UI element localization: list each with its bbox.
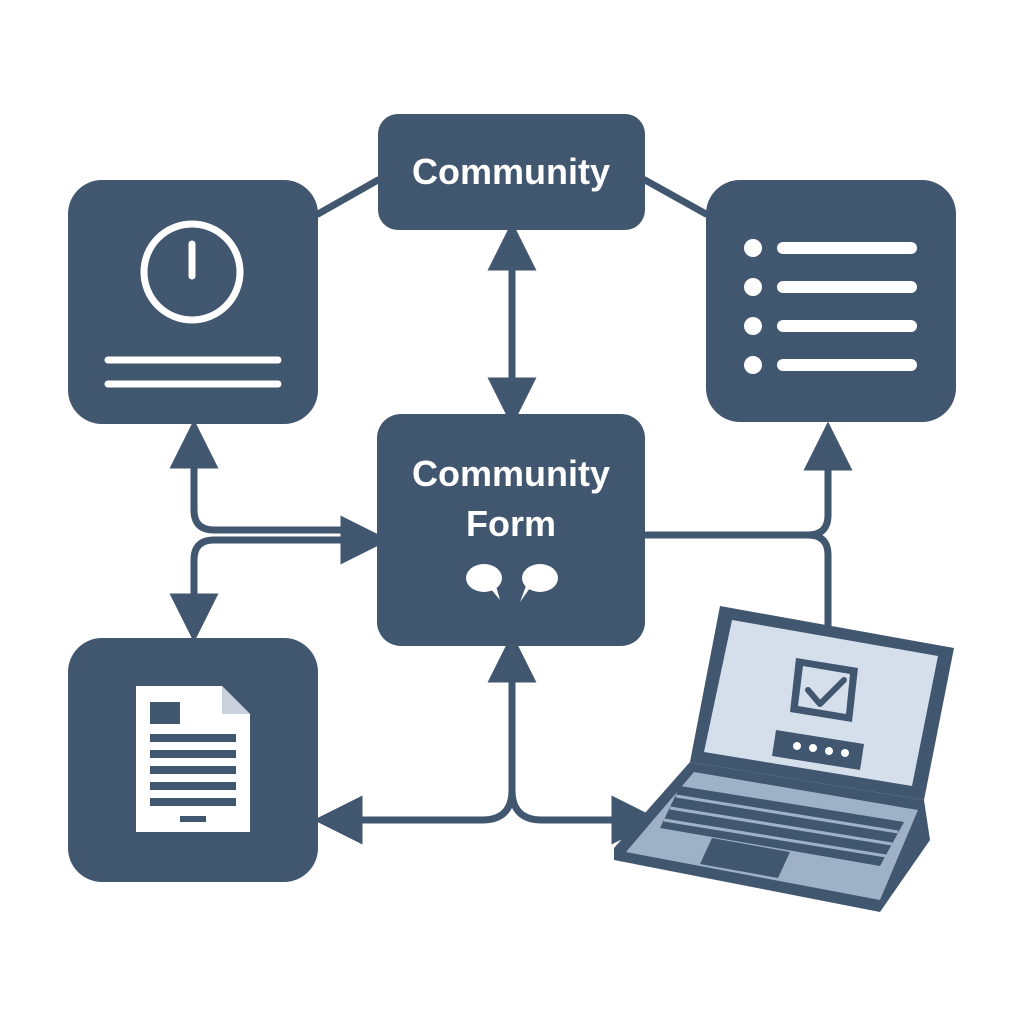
node-right-top [706,180,956,422]
node-community-form: Community Form [377,414,645,646]
node-left-bottom [68,638,318,882]
chat-bubbles-icon [466,564,558,602]
document-icon [136,686,250,832]
connectors [169,176,853,845]
node-left-top [68,180,318,424]
node-community-top: Community [378,114,645,230]
connector-bottom-right [508,786,661,845]
checkbox-icon [790,658,858,722]
list-icon [744,239,917,374]
connector-right-up [642,421,853,539]
clock-icon [104,220,282,388]
connector-top-right [641,176,710,218]
connector-left-up [169,419,349,534]
connector-right-down [804,531,832,630]
connector-bottom-left [313,786,516,845]
connector-top-left [314,176,382,218]
community-form-label-line2: Form [466,503,556,544]
community-top-label: Community [412,151,610,192]
connector-left-down [169,536,219,643]
laptop-icon [614,606,954,912]
community-form-label-line1: Community [412,453,610,494]
password-dots-icon [772,730,864,770]
